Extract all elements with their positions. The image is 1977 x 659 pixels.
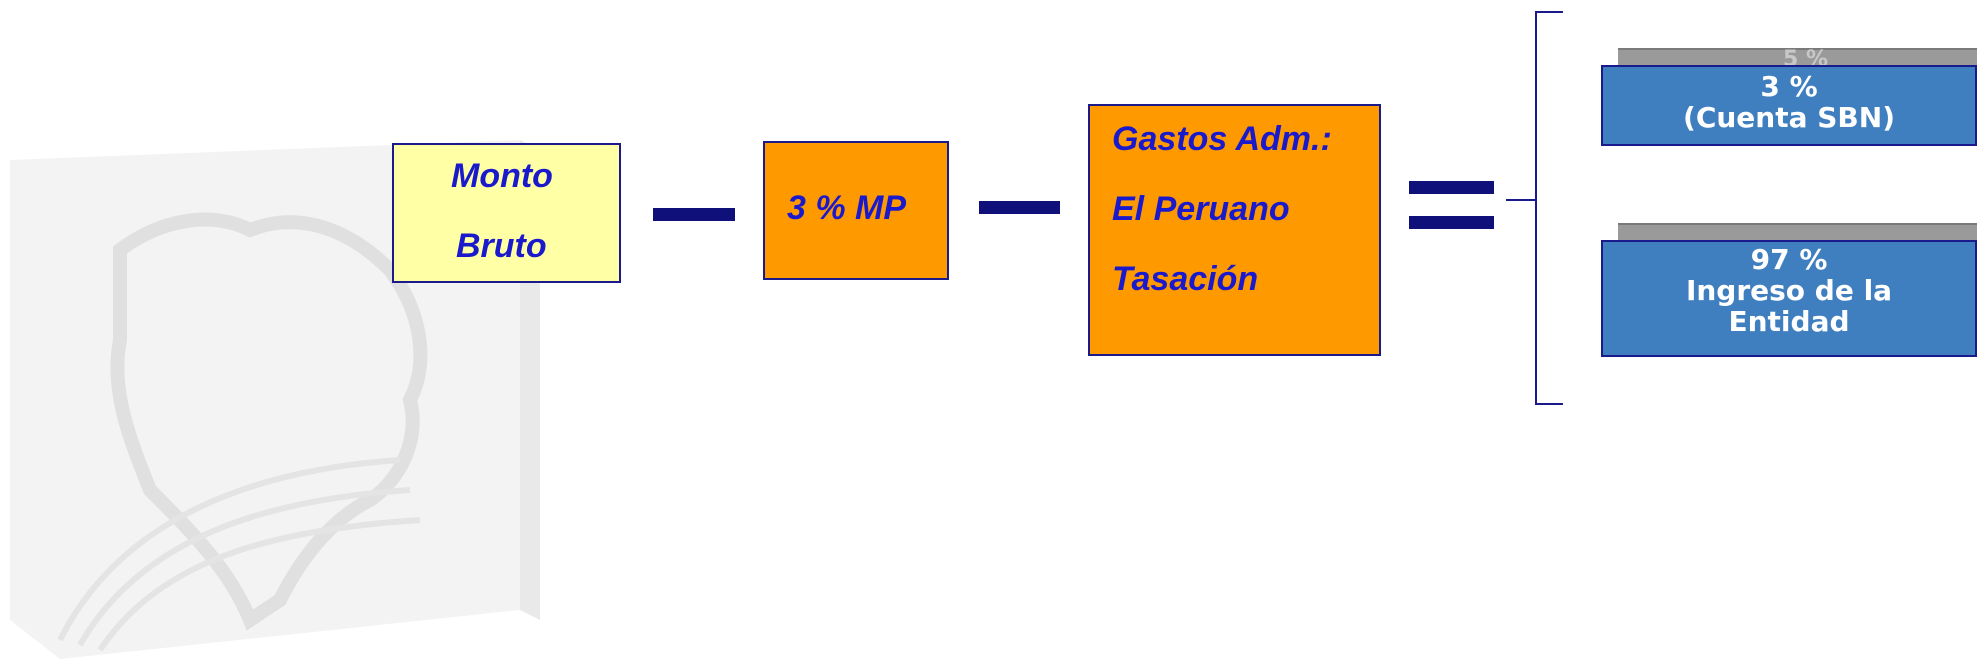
monto-bruto-line2: Bruto (456, 227, 547, 265)
minus-operator-1 (653, 208, 735, 221)
mp-box: 3 % MP (763, 141, 949, 280)
sbn-percent: 3 % (1760, 70, 1818, 103)
entidad-line1: Ingreso de la (1685, 274, 1893, 307)
entidad-percent: 97 % (1750, 243, 1828, 276)
entidad-shadow-tab (1618, 223, 1977, 243)
sbn-shadow-tab (1618, 48, 1977, 68)
entidad-line2: Entidad (1728, 305, 1850, 338)
equals-operator-bottom (1409, 216, 1494, 229)
entidad-result-box: 97 % Ingreso de la Entidad (1601, 240, 1977, 357)
gastos-line3: Tasación (1112, 260, 1259, 298)
equals-operator-top (1409, 181, 1494, 194)
mp-label: 3 % MP (787, 189, 907, 227)
sbn-label: (Cuenta SBN) (1683, 101, 1895, 134)
gastos-line2: El Peruano (1112, 190, 1290, 228)
minus-operator-2 (979, 201, 1060, 214)
gastos-line1: Gastos Adm.: (1112, 120, 1332, 158)
monto-bruto-line1: Monto (451, 157, 553, 195)
monto-bruto-box: Monto Bruto (392, 143, 621, 283)
gastos-box: Gastos Adm.: El Peruano Tasación (1088, 104, 1381, 356)
sbn-result-box: 3 % (Cuenta SBN) (1601, 65, 1977, 146)
